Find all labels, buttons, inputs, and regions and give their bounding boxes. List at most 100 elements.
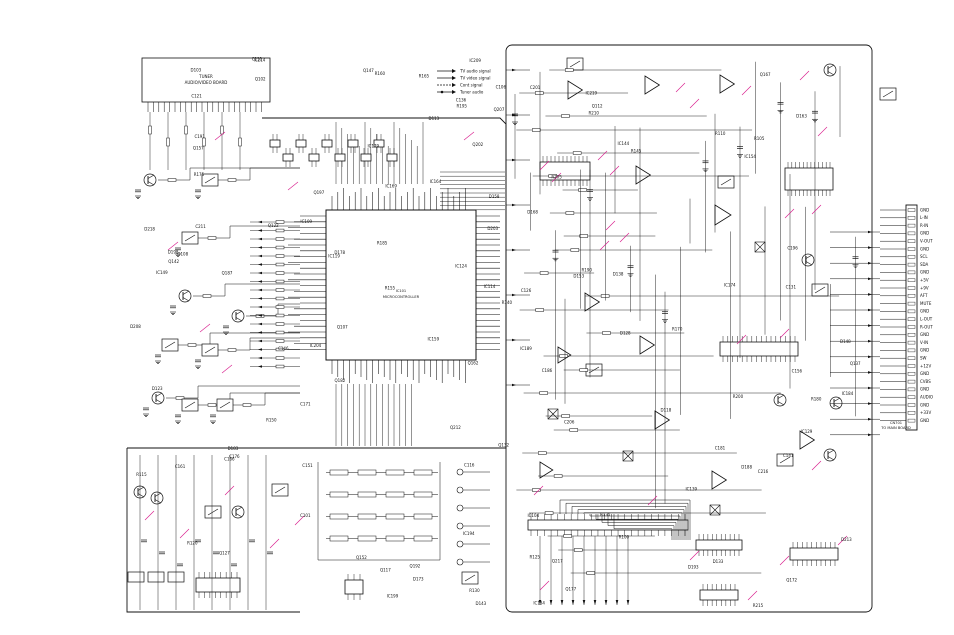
resistor [275,339,285,343]
resistor [569,428,579,432]
transistor [801,253,815,267]
highlight-mark [224,485,235,496]
signal-arrow [258,305,262,309]
transistor [150,491,164,505]
legend-item-3: Cont signal [437,83,482,88]
resistor [559,354,568,358]
component-ref: Q137 [850,361,861,366]
wire [571,506,687,540]
key-switch [329,469,349,476]
transistor-collector [155,392,163,397]
highlight-mark [779,328,790,339]
region-power-block [126,448,300,613]
signal-arrow [868,417,872,421]
component-ref: IC139 [685,486,697,491]
component-ref: IC104 [527,513,539,518]
component-ref: R155 [385,285,396,290]
top-label-box: TUNER AUDIO/VIDEO BOARD [141,57,271,112]
component-ref: IC164 [430,179,442,184]
transistor-emitter [182,297,190,302]
legend-label-3: Cont signal [460,83,482,88]
signal-arrow [560,600,564,605]
highlight-mark [817,126,828,137]
resistor [275,254,285,258]
highlight-mark [167,241,179,251]
resistor [563,534,572,538]
legend-item-1: TV audio signal [437,69,491,74]
highlight-mark [539,160,550,171]
signal-legend: TV audio signal TV video signal Cont sig… [437,69,491,95]
component-ref: R210 [589,111,600,116]
connector-pin [907,255,916,259]
connector-pin-label: GND [920,309,929,314]
signal-arrow [868,355,872,359]
highlight-mark [689,98,700,109]
component-ref: Q112 [592,103,603,108]
signal-arrow [868,402,872,405]
resistor [602,331,611,335]
component-ref: C161 [175,464,186,469]
signal-arrow [258,331,262,334]
highlight-mark [214,131,226,141]
resistor [548,174,558,178]
transistor-emitter [827,456,835,461]
component-ref: IC214 [254,58,266,63]
relay-contact [779,456,791,464]
relay-contact [720,178,732,186]
signal-arrow [258,280,262,283]
transistor [823,448,837,462]
component-ref: D158 [489,194,500,199]
ic-package [360,153,372,162]
connector-pin-label: GND [920,332,929,337]
component-ref: D183 [228,446,239,451]
resistor [564,68,574,72]
component-ref: C201 [530,85,541,90]
component-ref: D178 [334,250,345,255]
right-connector-pins: GNDL-INR-INGNDV-OUTGNDSCLSDAGND+5V+9VAFT… [880,207,933,423]
connector-pin-label: AUDIO [920,395,933,400]
signal-arrow [258,314,262,317]
component-ref: D148 [840,339,851,344]
component-ref: C206 [564,420,575,425]
connector-pin [907,333,916,337]
component-ref: Q207 [494,107,505,112]
relay-contact [569,60,581,68]
transistor [231,505,245,519]
opamp [539,461,554,479]
right-connector-part: TO MAIN BOARD [880,426,911,430]
relay-contact [219,401,231,409]
component-ref: C101 [300,513,311,518]
resistor [553,474,563,478]
wire [601,514,677,540]
signal-arrow [512,113,516,117]
component-ref: Q142 [168,259,179,264]
component-ref: IC124 [455,263,467,268]
jack [456,486,464,494]
component-ref: R195 [457,103,468,108]
component-ref: D143 [476,601,487,606]
component-ref: C126 [521,288,532,293]
signal-arrow [582,600,586,605]
component-ref: IC219 [585,91,597,96]
wire [559,499,691,540]
component-ref: IC204 [310,343,322,348]
resistor [220,125,224,135]
connector-pin [907,286,916,290]
component-ref: C181 [715,445,726,450]
component-ref: C151 [302,463,313,468]
resistor [167,178,177,182]
transistor-collector [777,394,785,399]
highlight-mark [784,208,795,219]
ic-package [373,139,385,148]
transistor-emitter [827,71,835,76]
highlight-mark [837,535,848,546]
signal-arrow [512,338,516,342]
transistor-collector [235,506,243,511]
highlight-mark [811,204,822,215]
component-ref: D128 [620,330,631,335]
highlight-mark [463,131,475,141]
key-switch [329,535,349,542]
connector-pin-label: GND [920,418,929,423]
connector-pin [907,317,916,321]
resistor [275,262,285,267]
